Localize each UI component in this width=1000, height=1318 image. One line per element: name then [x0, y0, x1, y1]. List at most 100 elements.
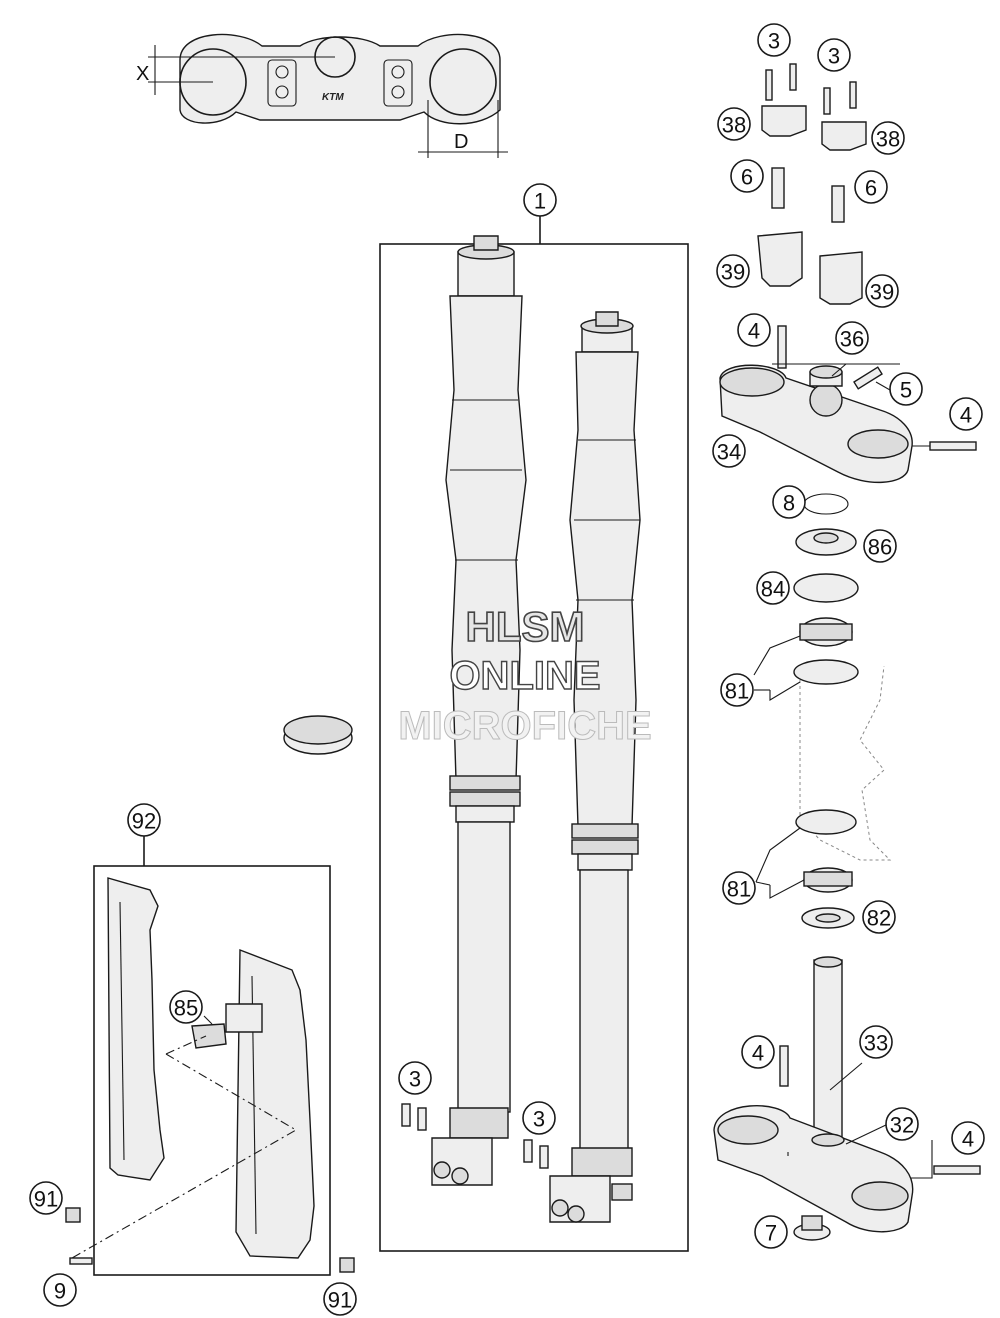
handlebar-clamp-lower — [757, 231, 863, 305]
callout-circle — [522, 1101, 556, 1135]
callout-number: 9 — [54, 1279, 66, 1304]
callout-circle — [757, 23, 791, 57]
callout-circle — [398, 1061, 432, 1095]
callout-number: 34 — [717, 440, 741, 465]
callout-9: 9 — [43, 1273, 77, 1307]
callout-number: 3 — [533, 1107, 545, 1132]
callout-3: 3 — [522, 1101, 556, 1135]
callout-number: 86 — [868, 535, 892, 560]
callout-number: 4 — [752, 1041, 764, 1066]
callout-circle — [772, 485, 806, 519]
callout-circle — [862, 900, 896, 934]
callout-3: 3 — [817, 38, 851, 72]
callout-circle — [730, 159, 764, 193]
callout-number: 81 — [727, 877, 751, 902]
callout-85: 85 — [169, 990, 203, 1024]
fork-assembly — [379, 214, 689, 1252]
dimension-d-label: D — [454, 131, 468, 153]
callout-number: 33 — [864, 1031, 888, 1056]
callout-circle — [712, 434, 746, 468]
callout-38: 38 — [871, 121, 905, 155]
callout-circle — [835, 321, 869, 355]
callout-circle — [720, 673, 754, 707]
callout-circle — [127, 803, 161, 837]
svg-text:KTM: KTM — [322, 92, 344, 103]
lower-triple-clamp — [713, 1045, 981, 1233]
fork-ring — [283, 715, 353, 755]
callout-4: 4 — [951, 1121, 985, 1155]
callout-7: 7 — [754, 1215, 788, 1249]
callout-number: 3 — [768, 29, 780, 54]
callout-86: 86 — [863, 529, 897, 563]
callout-91: 91 — [323, 1282, 357, 1316]
leader-lines — [203, 363, 933, 1179]
callout-circle — [741, 1035, 775, 1069]
callout-circle — [169, 990, 203, 1024]
fork-protector-assembly — [65, 836, 355, 1276]
callout-number: 32 — [890, 1113, 914, 1138]
callout-circle — [949, 397, 983, 431]
watermark-line-3: MICROFICHE — [398, 704, 652, 748]
triple-clamp-dimension-drawing: KTM X D — [136, 33, 508, 158]
handlebar-clamp-upper — [761, 105, 867, 151]
callout-number: 6 — [741, 165, 753, 190]
callout-81: 81 — [720, 673, 754, 707]
callout-circle — [43, 1273, 77, 1307]
callout-4: 4 — [741, 1035, 775, 1069]
fork-leg-left — [431, 235, 527, 1186]
axle-clamp-screws-right — [523, 1139, 549, 1169]
dimension-x-label: X — [136, 63, 149, 85]
lower-bearing-stack — [795, 809, 857, 929]
callout-4: 4 — [737, 313, 771, 347]
callout-number: 82 — [867, 906, 891, 931]
callout-number: 3 — [828, 44, 840, 69]
callout-number: 38 — [876, 127, 900, 152]
callout-4: 4 — [949, 397, 983, 431]
callout-number: 5 — [900, 378, 912, 403]
callout-number: 4 — [960, 403, 972, 428]
callout-circle — [889, 372, 923, 406]
callout-number: 85 — [174, 996, 198, 1021]
callout-number: 91 — [34, 1187, 58, 1212]
handlebar-clamp-screws — [765, 63, 857, 115]
callout-circle — [951, 1121, 985, 1155]
callout-number: 39 — [721, 260, 745, 285]
callout-91: 91 — [29, 1181, 63, 1215]
callout-39: 39 — [865, 274, 899, 308]
callout-5: 5 — [889, 372, 923, 406]
callout-number: 91 — [328, 1288, 352, 1313]
callout-38: 38 — [717, 107, 751, 141]
upper-triple-clamp — [719, 325, 977, 483]
callout-3: 3 — [398, 1061, 432, 1095]
callout-36: 36 — [835, 321, 869, 355]
callout-32: 32 — [885, 1107, 919, 1141]
steering-stem — [813, 956, 843, 1141]
callout-circle — [722, 871, 756, 905]
callout-circle — [716, 254, 750, 288]
callout-number: 3 — [409, 1067, 421, 1092]
axle-clamp-screws-left — [401, 1103, 427, 1131]
callout-6: 6 — [730, 159, 764, 193]
callout-number: 7 — [765, 1221, 777, 1246]
callout-circle — [754, 1215, 788, 1249]
callout-92: 92 — [127, 803, 161, 837]
callout-3: 3 — [757, 23, 791, 57]
callout-circle — [523, 183, 557, 217]
callout-number: 1 — [534, 189, 546, 214]
callout-circle — [854, 170, 888, 204]
callout-39: 39 — [716, 254, 750, 288]
callout-number: 4 — [962, 1127, 974, 1152]
callout-81: 81 — [722, 871, 756, 905]
bearing-stack — [793, 493, 859, 685]
fork-leg-right — [549, 311, 641, 1223]
callout-number: 4 — [748, 319, 760, 344]
callout-82: 82 — [862, 900, 896, 934]
callout-number: 6 — [865, 176, 877, 201]
callout-circle — [885, 1107, 919, 1141]
callout-number: 92 — [132, 809, 156, 834]
callout-circle — [717, 107, 751, 141]
watermark-line-1: HLSM — [465, 603, 586, 650]
